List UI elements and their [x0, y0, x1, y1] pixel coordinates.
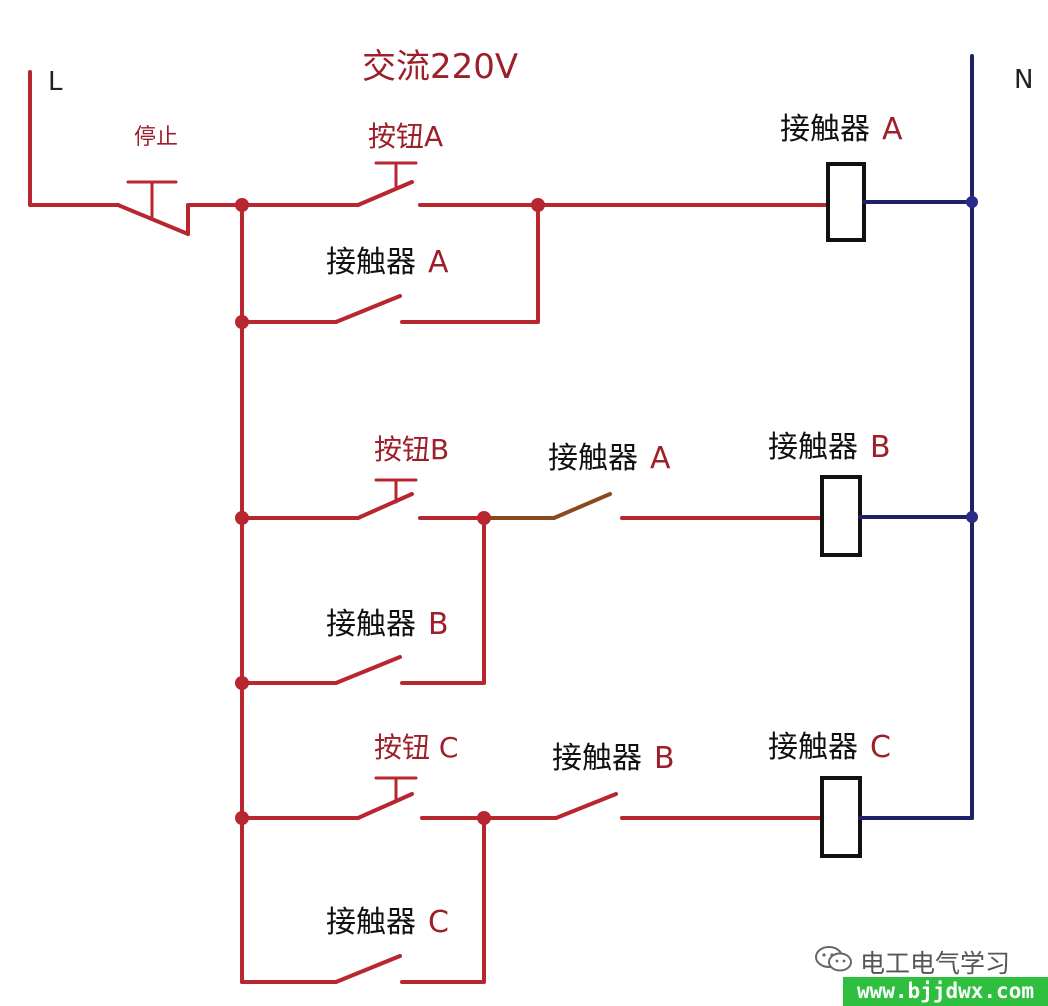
watermark-account: 电工电气学习	[860, 949, 1011, 978]
wechat-icon	[815, 946, 852, 972]
site-url[interactable]: www.bjjdwx.com	[856, 979, 1034, 1003]
rail-l-label: L	[48, 67, 63, 97]
coil-a	[826, 162, 866, 242]
line-supply	[28, 70, 244, 236]
rail-n-label: N	[1014, 65, 1033, 95]
junction-nodes	[235, 196, 978, 825]
coil-c	[820, 776, 862, 858]
diagram-title: 交流220V	[362, 47, 518, 87]
button-c-label: 按钮 C	[374, 731, 458, 764]
site-badge	[843, 977, 1048, 1006]
stop-button-label: 停止	[134, 125, 178, 150]
button-a-label: 按钮A	[368, 120, 443, 153]
button-b-label: 按钮B	[374, 433, 449, 466]
coil-b	[820, 475, 862, 557]
stop-button: 停止	[126, 125, 178, 220]
